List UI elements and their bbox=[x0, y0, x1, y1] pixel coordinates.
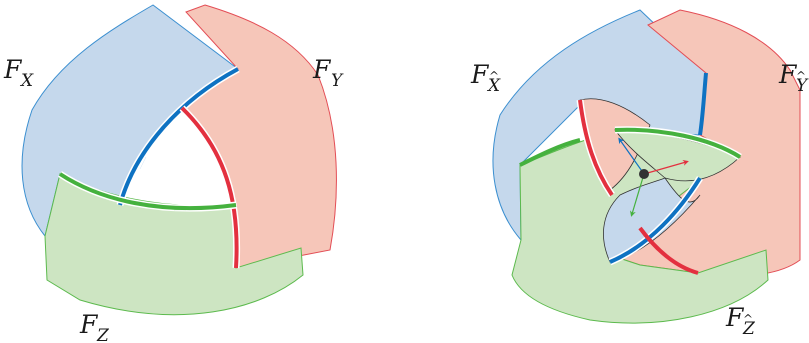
label-f-z-base: F bbox=[79, 310, 99, 339]
label-f-x-hat-base: F bbox=[470, 60, 490, 89]
label-f-z-hat: F Z ^ bbox=[725, 303, 756, 339]
center-vertex bbox=[639, 169, 649, 179]
red-edge-right-bottom bbox=[638, 226, 699, 275]
red-edge-left-line bbox=[180, 106, 239, 269]
label-f-y-hat: F Y ^ bbox=[778, 60, 809, 96]
label-f-x: F X bbox=[3, 55, 34, 91]
green-edge-right-left bbox=[519, 138, 581, 167]
label-f-y-hat-accent: ^ bbox=[796, 69, 806, 83]
face-z-region bbox=[44, 173, 304, 316]
green-edge-right-left-arrow bbox=[537, 150, 549, 156]
label-f-x-base: F bbox=[3, 55, 23, 84]
label-f-z-sub: Z bbox=[96, 326, 110, 343]
label-f-y: F Y bbox=[312, 55, 344, 91]
right-diagram: F X ^ F Y ^ F Z ^ bbox=[470, 9, 809, 339]
blue-edge-right-inner-line bbox=[609, 176, 702, 264]
label-f-y-sub: Y bbox=[331, 71, 344, 91]
red-edge-right-bottom-arrow bbox=[681, 266, 695, 272]
label-f-y-hat-base: F bbox=[778, 60, 798, 89]
label-f-x-hat-accent: ^ bbox=[489, 69, 499, 83]
label-f-x-hat: F X ^ bbox=[470, 60, 501, 96]
red-edge-right-inner-line bbox=[578, 99, 614, 197]
center-to-blue-connector bbox=[618, 137, 645, 175]
blue-edge-left-line bbox=[118, 67, 239, 206]
left-diagram: F X F Y F Z bbox=[3, 4, 344, 343]
red-edge-left-arrow bbox=[220, 159, 227, 173]
green-edge-right-inner-line bbox=[614, 127, 742, 159]
label-f-y-hat-sub: Y bbox=[796, 76, 809, 96]
label-f-x-hat-sub: X bbox=[486, 76, 501, 96]
blue-edge-left-arrow bbox=[139, 156, 147, 170]
label-f-z-hat-sub: Z bbox=[742, 319, 756, 339]
center-to-green-connector bbox=[629, 173, 645, 217]
label-f-z-hat-base: F bbox=[725, 303, 745, 332]
green-edge-left-line bbox=[58, 172, 237, 211]
label-f-z-hat-accent: ^ bbox=[743, 312, 753, 326]
blue-edge-right-top-arrow bbox=[703, 85, 706, 97]
label-f-y-base: F bbox=[312, 55, 332, 84]
center-to-red-connector bbox=[643, 159, 689, 175]
label-f-x-sub: X bbox=[19, 71, 34, 91]
label-f-z: F Z bbox=[79, 310, 110, 343]
blue-edge-right-top bbox=[698, 72, 708, 136]
